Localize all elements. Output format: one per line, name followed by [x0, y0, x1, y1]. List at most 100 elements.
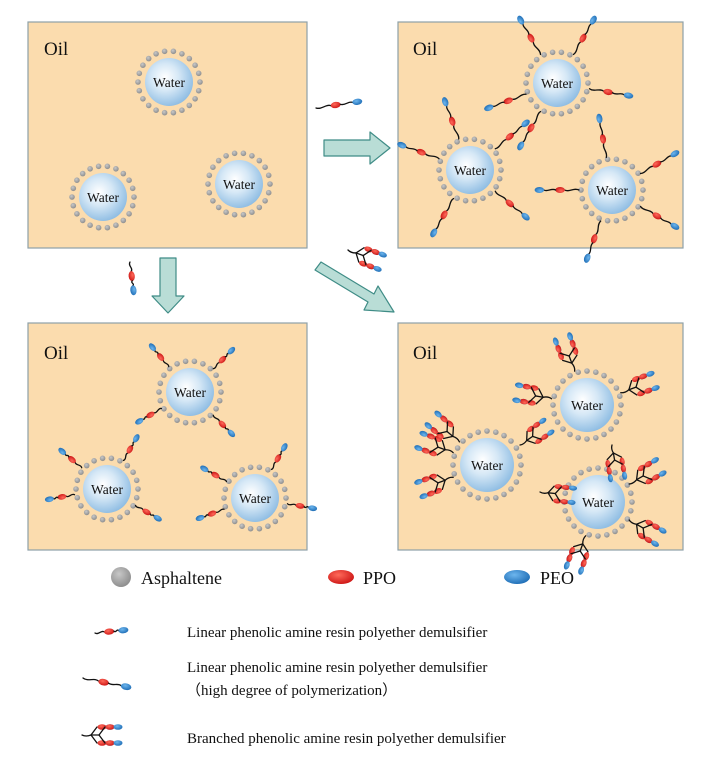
asphaltene-particle	[215, 204, 222, 211]
asphaltene-particle	[437, 158, 444, 165]
asphaltene-particle	[446, 143, 453, 150]
asphaltene-particle	[182, 419, 189, 426]
asphaltene-particle	[588, 210, 595, 217]
asphaltene-particle	[265, 172, 272, 179]
polymer-chain	[582, 543, 589, 553]
ppo-segment	[440, 210, 448, 220]
peo-segment	[607, 474, 613, 483]
ppo-segment	[274, 454, 282, 463]
asphaltene-particle	[78, 503, 84, 509]
asphaltene-particle	[192, 62, 198, 68]
asphaltene-particle	[161, 109, 168, 116]
asphaltene-particle	[256, 204, 263, 211]
legend: Asphaltene PPO PEO Linear phenolic amine…	[81, 567, 574, 747]
linear-demulsifier-legend-icon	[94, 627, 129, 635]
asphaltene-particle	[471, 136, 478, 143]
asphaltene-particle	[153, 107, 159, 113]
ppo-segment	[652, 523, 660, 530]
linear-high-demulsifier	[397, 141, 440, 160]
ppo-segment	[579, 33, 587, 43]
linear-high-demulsifier	[82, 677, 132, 691]
water-droplet: Water	[156, 358, 224, 426]
asphaltene-particle	[104, 224, 111, 231]
polymer-chain	[526, 439, 536, 444]
ppo-segment	[207, 510, 217, 517]
asphaltene-particle	[493, 150, 499, 156]
asphaltene-particle	[265, 523, 271, 529]
water-droplet: Water	[550, 368, 624, 442]
asphaltene-particle	[487, 190, 494, 197]
polymer-chain	[445, 105, 452, 118]
asphaltene-particle	[249, 153, 255, 159]
asphaltene-particle	[210, 198, 216, 204]
asphaltene-particle	[498, 167, 504, 173]
ppo-segment	[330, 101, 341, 109]
asphaltene-particle	[213, 406, 219, 412]
arrow-right	[323, 131, 391, 165]
asphaltene-particle	[272, 471, 279, 478]
asphaltene-particle	[575, 435, 581, 441]
polymer-chain	[64, 453, 70, 458]
asphaltene-particle	[462, 136, 469, 143]
asphaltene-particle	[83, 509, 90, 516]
oil-background	[27, 21, 308, 249]
peo-segment	[517, 15, 525, 25]
peo-legend-label: PEO	[540, 568, 574, 588]
asphaltene-particle	[99, 516, 106, 523]
ppo-segment	[146, 411, 155, 419]
asphaltene-particle	[278, 512, 284, 518]
peo-segment	[578, 566, 585, 575]
asphaltene-particle	[541, 52, 547, 58]
ppo-segment	[606, 467, 612, 476]
linear-high-demulsifier	[517, 15, 542, 56]
linear-high-demulsifier	[517, 110, 542, 151]
polymer-chain	[530, 386, 537, 397]
asphaltene-particle	[113, 166, 119, 172]
asphaltene-particle	[126, 211, 132, 217]
asphaltene-particle	[595, 465, 601, 471]
asphaltene-particle	[215, 157, 222, 164]
peo-segment	[227, 346, 236, 355]
polymer-chain	[441, 440, 446, 451]
ppo-segment	[503, 97, 513, 105]
asphaltene-particle	[471, 197, 478, 204]
peo-segment	[441, 97, 449, 107]
peo-segment	[622, 471, 628, 480]
asphaltene-particle	[124, 509, 131, 516]
ppo-segment	[295, 503, 305, 509]
oil-background	[397, 21, 684, 249]
water-label: Water	[454, 163, 486, 178]
asphaltene-particle	[223, 153, 229, 159]
asphaltene-particle	[629, 499, 635, 505]
peo-segment	[424, 422, 433, 430]
asphaltene-particle	[493, 495, 499, 501]
polymer-chain	[355, 247, 365, 254]
polymer-chain	[562, 359, 573, 364]
ppo-segment	[218, 355, 227, 364]
asphaltene-particle	[153, 51, 159, 57]
polymer-chain	[635, 469, 639, 481]
peo-segment	[651, 385, 660, 392]
ppo-segment	[421, 476, 430, 483]
polymer-chain	[203, 514, 209, 518]
ppo-segment	[426, 490, 435, 497]
water-label: Water	[153, 75, 185, 90]
polymer-chain	[442, 435, 454, 440]
asphaltene-particle	[182, 358, 189, 365]
polymer-chain	[635, 523, 639, 535]
polymer-chain	[613, 459, 624, 465]
asphaltene-particle	[79, 217, 86, 224]
polymer-chain	[207, 470, 213, 474]
polymer-chain	[635, 386, 645, 394]
oil-label: Oil	[44, 39, 68, 60]
polymer-chain	[303, 506, 310, 509]
peo-segment	[135, 417, 144, 425]
asphaltene-particle	[249, 209, 255, 215]
polymer-chain	[535, 396, 544, 405]
asphaltene-particle	[145, 55, 152, 62]
asphaltene-particle	[272, 518, 279, 525]
ppo-segment	[440, 415, 448, 423]
asphaltene-particle	[580, 63, 586, 69]
asphaltene-particle	[205, 181, 211, 187]
